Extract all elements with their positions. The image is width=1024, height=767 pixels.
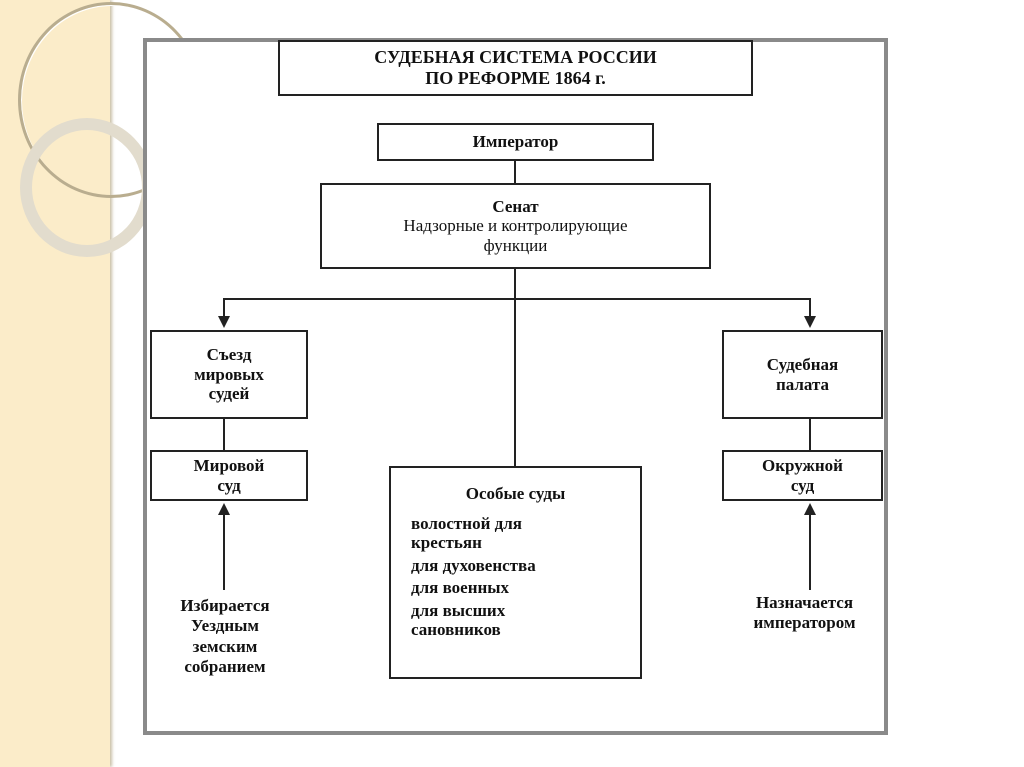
magistrate-court-box: Мировой суд	[150, 450, 308, 501]
special-item: волостной для	[411, 513, 522, 533]
box-text: Мировой	[193, 455, 265, 475]
special-courts-box: Особые суды волостной для крестьян для д…	[389, 466, 642, 679]
emperor-box: Император	[377, 123, 654, 161]
left-note: Избирается Уездным земским собранием	[150, 596, 300, 678]
connector	[514, 268, 516, 467]
box-text: Окружной	[762, 455, 843, 475]
senate-text: функции	[483, 235, 548, 255]
note-text: императором	[753, 613, 856, 633]
box-text: мировых	[194, 364, 264, 384]
box-text: палата	[775, 374, 830, 394]
right-note: Назначается императором	[722, 593, 887, 634]
note-text: собранием	[184, 657, 266, 677]
slide-decoration-strip	[0, 0, 204, 767]
special-item: для духовенства	[411, 555, 536, 575]
note-text: Избирается	[180, 596, 270, 615]
connector	[809, 513, 811, 590]
note-text: земским	[192, 636, 258, 656]
box-text: судей	[208, 384, 250, 404]
judicial-chamber-box: Судебная палата	[722, 330, 883, 419]
connector	[809, 298, 811, 318]
connector	[223, 513, 225, 590]
note-text: Уездным	[191, 616, 259, 636]
arrow-down-icon	[804, 316, 816, 328]
decorative-ring	[20, 118, 154, 257]
box-text: Судебная	[766, 354, 839, 374]
connector	[223, 298, 225, 318]
title-line: СУДЕБНАЯ СИСТЕМА РОССИИ	[374, 47, 657, 68]
special-item: для военных	[411, 578, 510, 598]
box-text: суд	[790, 475, 815, 495]
senate-title: Сенат	[492, 196, 539, 216]
box-text: суд	[217, 475, 241, 495]
arrow-down-icon	[218, 316, 230, 328]
senate-text: Надзорные и контролирующие	[403, 216, 628, 236]
special-title: Особые суды	[465, 484, 566, 503]
connector	[224, 298, 811, 300]
connector	[809, 418, 811, 451]
title-box: СУДЕБНАЯ СИСТЕМА РОССИИ ПО РЕФОРМЕ 1864 …	[278, 40, 753, 96]
district-court-box: Окружной суд	[722, 450, 883, 501]
connector	[514, 160, 516, 184]
congress-box: Съезд мировых судей	[150, 330, 308, 419]
special-item: сановников	[411, 620, 501, 640]
connector	[223, 418, 225, 451]
senate-box: Сенат Надзорные и контролирующие функции	[320, 183, 711, 269]
box-text: Съезд	[206, 345, 252, 365]
special-item: для высших	[411, 600, 506, 620]
special-item: крестьян	[411, 533, 482, 553]
note-text: Назначается	[755, 593, 854, 612]
title-line: ПО РЕФОРМЕ 1864 г.	[425, 68, 606, 88]
arrow-up-icon	[218, 503, 230, 515]
arrow-up-icon	[804, 503, 816, 515]
emperor-label: Император	[472, 132, 559, 152]
